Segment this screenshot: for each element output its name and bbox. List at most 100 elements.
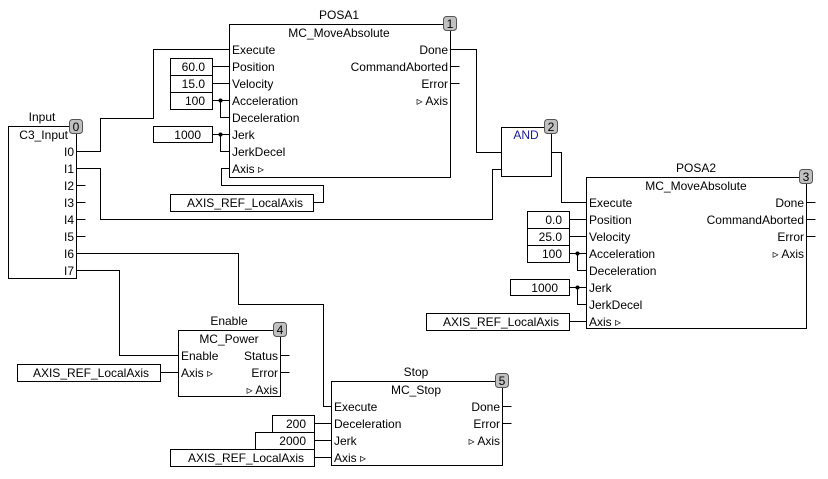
input-port-deceleration[interactable]: Deceleration (334, 417, 401, 431)
input-port-jerk[interactable]: Jerk (334, 434, 358, 448)
input-port-axis[interactable]: Axis ▹ (232, 162, 264, 176)
input-port-deceleration[interactable]: Deceleration (589, 264, 656, 278)
posa2-constants: 0.0 25.0 100 1000 AXIS_REF_LocalAxis (426, 211, 570, 331)
output-port-axis[interactable]: ▹ Axis (247, 383, 278, 397)
input-port-acceleration[interactable]: Acceleration (232, 94, 298, 108)
block-body[interactable] (501, 127, 552, 177)
block-body[interactable] (586, 177, 807, 329)
output-port-commandaborted[interactable]: CommandAborted (707, 213, 804, 227)
output-port-axis[interactable]: ▹ Axis (773, 247, 804, 261)
junction-dot (218, 98, 223, 103)
output-port-i2[interactable]: I2 (64, 179, 74, 193)
input-port-acceleration[interactable]: Acceleration (589, 247, 655, 261)
input-port-velocity[interactable]: Velocity (589, 230, 630, 244)
wire-i1-to-and-in2[interactable] (76, 168, 502, 220)
output-port-i1[interactable]: I1 (64, 162, 74, 176)
junction-dot (218, 132, 223, 137)
input-port-axis[interactable]: Axis ▹ (589, 315, 621, 329)
output-port-axis[interactable]: ▹ Axis (417, 94, 448, 108)
output-port-i7[interactable]: I7 (64, 264, 74, 278)
block-stop[interactable]: Stop MC_Stop 5 ExecuteDecelerationJerkAx… (331, 365, 509, 466)
wire-posa1-done-to-and-in1[interactable] (450, 49, 502, 153)
constant-value: 200 (286, 417, 306, 431)
posa1-constants: 60.0 15.0 100 1000 AXIS_REF_LocalAxis (153, 58, 314, 212)
block-instance-name: POSA1 (319, 8, 359, 22)
constant-box-axis[interactable] (426, 313, 570, 331)
input-port-jerk[interactable]: Jerk (232, 128, 256, 142)
wire-posa2-jerkdecel (577, 287, 587, 305)
constant-box-axis[interactable] (170, 449, 315, 467)
block-posa2[interactable]: POSA2 MC_MoveAbsolute 3 ExecutePositionV… (586, 161, 813, 329)
output-port-error[interactable]: Error (473, 417, 500, 431)
block-body[interactable] (8, 126, 77, 279)
wire-and-to-posa2-execute[interactable] (551, 152, 587, 203)
stop-constants: 200 2000 AXIS_REF_LocalAxis (170, 415, 315, 467)
constant-box-jerk[interactable] (510, 279, 570, 296)
output-port-i3[interactable]: I3 (64, 196, 74, 210)
input-port-velocity[interactable]: Velocity (232, 77, 273, 91)
constant-value: 60.0 (182, 60, 206, 74)
execution-order-badge: 5 (495, 373, 509, 388)
output-port-i6[interactable]: I6 (64, 247, 74, 261)
junction-dot (575, 285, 580, 290)
output-port-error[interactable]: Error (421, 77, 448, 91)
wire-i6-to-stop-execute[interactable] (76, 253, 332, 407)
wire-posa1-axis (221, 168, 324, 203)
output-port-axis[interactable]: ▹ Axis (469, 434, 500, 448)
svg-text:3: 3 (803, 170, 810, 184)
output-port-i5[interactable]: I5 (64, 230, 74, 244)
block-instance-name: Input (29, 110, 56, 124)
constant-box-axis[interactable] (17, 364, 161, 382)
block-body[interactable] (331, 381, 503, 466)
output-port-i4[interactable]: I4 (64, 213, 74, 227)
input-port-deceleration[interactable]: Deceleration (232, 111, 299, 125)
constant-value: AXIS_REF_LocalAxis (187, 196, 303, 210)
svg-text:2: 2 (548, 120, 555, 134)
output-port-done[interactable]: Done (775, 196, 804, 210)
wire-i7-to-enable-enable[interactable] (76, 270, 179, 356)
execution-order-badge: 1 (443, 16, 457, 31)
output-port-done[interactable]: Done (471, 400, 500, 414)
input-port-position[interactable]: Position (589, 213, 632, 227)
output-port-done[interactable]: Done (419, 43, 448, 57)
output-port-status[interactable]: Status (244, 349, 278, 363)
execution-order-badge: 3 (799, 169, 813, 184)
input-port-axis[interactable]: Axis ▹ (181, 366, 213, 380)
constant-value: 100 (185, 94, 205, 108)
block-and[interactable]: AND 2 (501, 119, 558, 177)
input-port-enable[interactable]: Enable (181, 349, 219, 363)
svg-text:5: 5 (499, 374, 506, 388)
input-port-jerkdecel[interactable]: JerkDecel (589, 298, 642, 312)
block-type-name: MC_Power (199, 332, 258, 346)
wire-i0-to-posa1-execute[interactable] (76, 49, 230, 152)
input-port-execute[interactable]: Execute (589, 196, 633, 210)
output-port-i0[interactable]: I0 (64, 145, 74, 159)
input-port-execute[interactable]: Execute (232, 43, 276, 57)
block-body[interactable] (178, 330, 281, 397)
block-type-name: AND (513, 128, 539, 142)
wire-posa1-deceleration (220, 100, 230, 118)
input-port-position[interactable]: Position (232, 60, 275, 74)
output-port-error[interactable]: Error (777, 230, 804, 244)
constant-value: AXIS_REF_LocalAxis (188, 451, 304, 465)
constant-box-axis[interactable] (170, 194, 314, 212)
constant-box-acceleration[interactable] (527, 245, 570, 263)
constant-box-jerk[interactable] (153, 126, 213, 143)
input-port-execute[interactable]: Execute (334, 400, 378, 414)
input-port-jerkdecel[interactable]: JerkDecel (232, 145, 285, 159)
block-instance-name: POSA2 (676, 161, 716, 175)
input-port-axis[interactable]: Axis ▹ (334, 451, 366, 465)
constant-value: 1000 (174, 128, 201, 142)
block-type-name: MC_Stop (391, 383, 441, 397)
execution-order-badge: 2 (544, 119, 558, 134)
block-posa1[interactable]: POSA1 MC_MoveAbsolute 1 ExecutePositionV… (229, 8, 457, 178)
output-port-commandaborted[interactable]: CommandAborted (351, 60, 448, 74)
output-port-error[interactable]: Error (251, 366, 278, 380)
block-body[interactable] (229, 24, 451, 178)
input-port-jerk[interactable]: Jerk (589, 281, 613, 295)
constant-value: 100 (542, 247, 562, 261)
enable-constants: AXIS_REF_LocalAxis (17, 364, 161, 382)
constant-box-acceleration[interactable] (170, 92, 213, 110)
